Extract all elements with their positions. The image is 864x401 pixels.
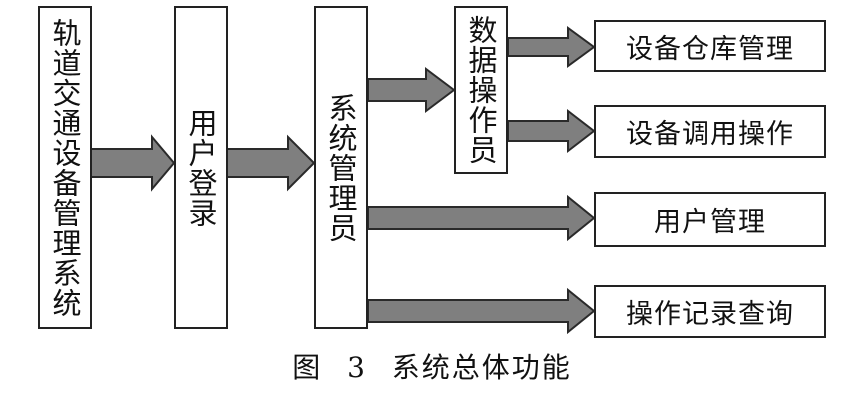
node-dispatch-label: 设备调用操作 [626, 119, 794, 150]
arrow-operator-to-warehouse [507, 26, 596, 68]
arrow-admin-to-operator [367, 67, 456, 113]
node-user-mgmt: 用户管理 [594, 192, 826, 247]
node-login-label: 用户登录 [184, 107, 218, 228]
arrow-system-to-login [89, 134, 176, 192]
arrow-admin-to-user-mgmt [367, 194, 596, 242]
node-admin-label: 系统管理员 [324, 92, 358, 243]
arrow-login-to-admin [225, 134, 316, 192]
node-dispatch: 设备调用操作 [594, 105, 826, 158]
node-system-label: 轨道交通设备管理系统 [48, 17, 82, 318]
node-system: 轨道交通设备管理系统 [38, 6, 92, 329]
node-log-query: 操作记录查询 [594, 285, 826, 338]
arrow-admin-to-log-query [367, 287, 596, 335]
node-warehouse-label: 设备仓库管理 [626, 33, 794, 65]
node-operator: 数据操作员 [454, 6, 508, 174]
node-operator-label: 数据操作员 [464, 15, 498, 165]
node-login: 用户登录 [174, 6, 228, 329]
node-log-query-label: 操作记录查询 [626, 299, 794, 330]
figure-caption: 图 3 系统总体功能 [292, 351, 572, 384]
node-admin: 系统管理员 [314, 6, 368, 329]
node-user-mgmt-label: 用户管理 [654, 207, 766, 238]
arrows-layer [89, 26, 596, 335]
node-warehouse: 设备仓库管理 [594, 20, 826, 72]
arrow-operator-to-dispatch [507, 108, 596, 154]
